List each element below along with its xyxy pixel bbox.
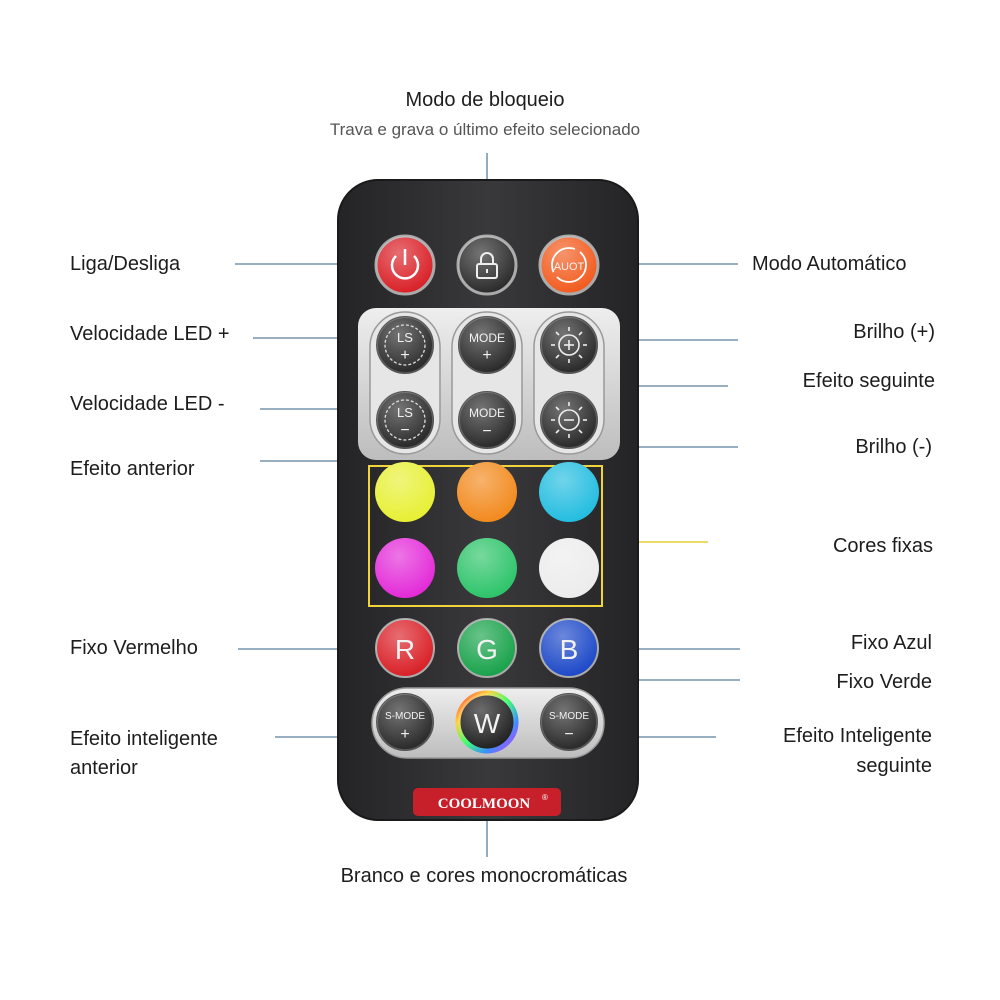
lock-mode-title: Modo de bloqueio [405,89,565,111]
prev-effect-button[interactable]: MODE − [458,391,516,449]
lock-icon [476,252,498,279]
minus-label: − [400,422,409,439]
label-fixed-blue: Fixo Azul [850,632,932,654]
plus-label: + [400,347,409,364]
fixed-blue-button[interactable]: B [539,618,599,678]
sun-plus-icon [551,327,587,363]
ls-label: LS [397,330,413,345]
smode-label: S-MODE [385,711,425,722]
color-yellow-button[interactable] [375,462,435,522]
label-brightness-down: Brilho (-) [855,436,932,458]
mode-label: MODE [469,331,505,345]
label-speed-down: Velocidade LED - [70,393,225,415]
ls-label: LS [397,405,413,420]
g-label: G [476,634,498,665]
power-button[interactable] [374,234,436,296]
label-fixed-red: Fixo Vermelho [70,637,198,659]
color-green-button[interactable] [457,538,517,598]
w-label: W [474,708,501,739]
r-label: R [395,634,415,665]
next-effect-button[interactable]: MODE + [458,316,516,374]
power-icon [390,255,420,280]
plus-label: + [400,726,409,743]
brightness-down-button[interactable] [540,391,598,449]
fixed-red-button[interactable]: R [375,618,435,678]
brand-mark: ® [542,793,548,802]
smart-prev-button[interactable]: S-MODE + [376,693,434,751]
b-label: B [560,634,579,665]
brand-name: COOLMOON [438,796,531,812]
label-fixed-colors: Cores fixas [832,535,933,557]
lock-mode-subtitle: Trava e grava o último efeito selecionad… [329,120,641,139]
label-smart-next-line1: Efeito Inteligente [783,725,932,747]
label-next-effect: Efeito seguinte [802,370,935,392]
label-smart-prev-line2: anterior [70,757,138,779]
smart-next-button[interactable]: S-MODE − [540,693,598,751]
label-white: Branco e cores monocromáticas [340,865,628,887]
auto-button-label: AUOT [554,261,585,273]
label-speed-up: Velocidade LED + [70,323,230,345]
sun-minus-icon [551,402,587,438]
label-brightness-up: Brilho (+) [853,321,935,343]
white-button[interactable]: W [455,690,519,754]
speed-up-button[interactable]: LS + [376,316,434,374]
label-fixed-green: Fixo Verde [836,671,932,693]
plus-label: + [482,347,491,364]
speed-down-button[interactable]: LS − [376,391,434,449]
brightness-up-button[interactable] [540,316,598,374]
mode-label: MODE [469,406,505,420]
lock-button[interactable] [456,234,518,296]
auto-cycle-icon [551,247,587,283]
label-smart-prev-line1: Efeito inteligente [70,728,218,750]
auto-mode-button[interactable]: AUOT [538,234,600,296]
color-orange-button[interactable] [457,462,517,522]
fixed-green-button[interactable]: G [457,618,517,678]
color-magenta-button[interactable] [375,538,435,598]
minus-label: − [564,726,573,743]
brand-plate: COOLMOON ® [413,788,561,816]
color-cyan-button[interactable] [539,462,599,522]
label-prev-effect: Efeito anterior [70,458,195,480]
color-white-button[interactable] [539,538,599,598]
minus-label: − [482,423,491,440]
label-smart-next-line2: seguinte [856,755,932,777]
smode-label: S-MODE [549,711,589,722]
label-power: Liga/Desliga [70,253,181,275]
label-auto-mode: Modo Automático [752,253,907,275]
